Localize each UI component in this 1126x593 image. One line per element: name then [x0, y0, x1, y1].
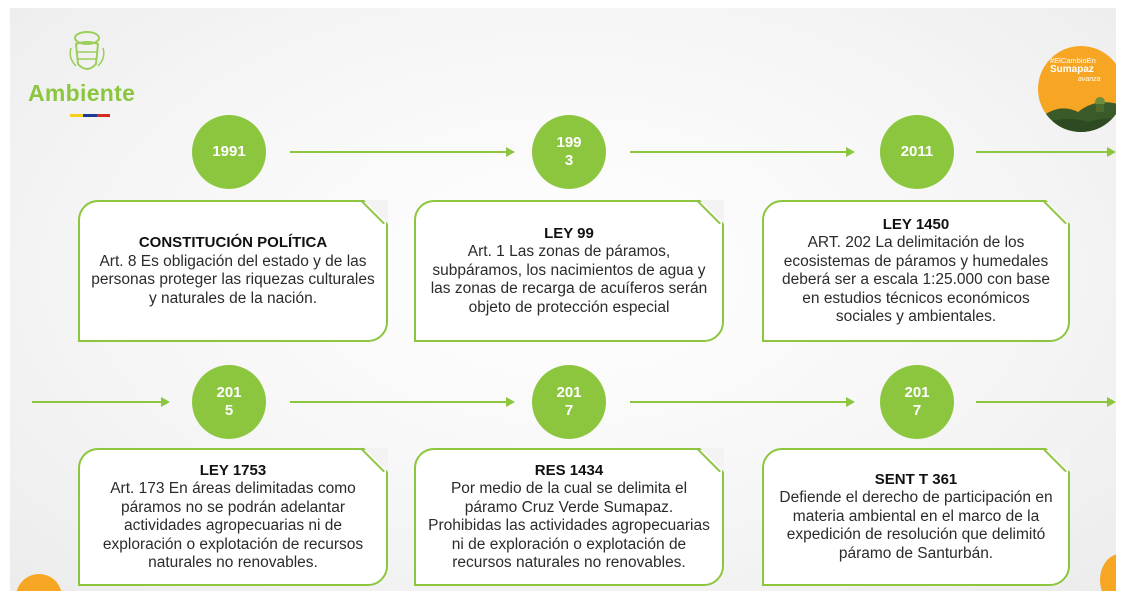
timeline-card-ley-1450: LEY 1450 ART. 202 La delimitación de los…: [762, 199, 1070, 342]
badge-title: Sumapaz: [1050, 64, 1094, 75]
card-title: SENT T 361: [874, 470, 958, 488]
timeline-arrow: [630, 147, 855, 157]
timeline-arrow: [630, 397, 855, 407]
card-title: RES 1434: [534, 461, 604, 479]
slide: Ambiente #ElCambioEn Sumapaz avanza 1991…: [10, 8, 1116, 591]
decorative-blob-left: [16, 574, 62, 591]
flag-red: [96, 114, 110, 117]
timeline-arrow: [976, 397, 1116, 407]
coat-of-arms-icon: [69, 31, 105, 70]
badge-subtitle: avanza: [1078, 76, 1101, 83]
timeline-arrow: [290, 397, 515, 407]
card-text: Por medio de la cual se delimita el pára…: [428, 480, 710, 571]
timeline-card-ley-99: LEY 99 Art. 1 Las zonas de páramos, subp…: [414, 199, 724, 342]
mountain-landscape-icon: [1038, 97, 1116, 132]
year-circle-1993: 199 3: [532, 115, 606, 189]
timeline-card-sent-t-361: SENT T 361 Defiende el derecho de partic…: [762, 447, 1070, 586]
timeline-arrow: [290, 147, 515, 157]
card-text: Art. 173 En áreas delimitadas como páram…: [102, 480, 364, 571]
year-circle-1991: 1991: [192, 115, 266, 189]
timeline-arrow: [976, 147, 1116, 157]
timeline-arrow: [32, 397, 170, 407]
card-text: Defiende el derecho de participación en …: [779, 489, 1053, 562]
year-circle-2011: 2011: [880, 115, 954, 189]
badge-hashtag: #ElCambioEn: [1050, 56, 1096, 65]
card-text: Art. 8 Es obligación del estado y de las…: [91, 252, 375, 307]
colombia-flag-strip: [70, 114, 110, 117]
year-circle-2017: 201 7: [532, 365, 606, 439]
card-text: ART. 202 La delimitación de los ecosiste…: [782, 234, 1050, 325]
timeline-card-constitucion: CONSTITUCIÓN POLÍTICA Art. 8 Es obligaci…: [78, 199, 388, 342]
card-text: Art. 1 Las zonas de páramos, subpáramos,…: [430, 243, 708, 316]
ambiente-logo: Ambiente: [28, 30, 168, 130]
flag-blue: [83, 114, 97, 117]
card-title: LEY 1753: [199, 461, 267, 479]
year-circle-2015: 201 5: [192, 365, 266, 439]
timeline-card-ley-1753: LEY 1753 Art. 173 En áreas delimitadas c…: [78, 447, 388, 586]
timeline-card-res-1434: RES 1434 Por medio de la cual se delimit…: [414, 447, 724, 586]
card-title: CONSTITUCIÓN POLÍTICA: [138, 234, 328, 251]
decorative-blob-right: [1100, 554, 1116, 591]
sumapaz-badge: #ElCambioEn Sumapaz avanza: [1038, 46, 1116, 132]
logo-wordmark: Ambiente: [28, 80, 136, 106]
card-title: LEY 99: [544, 224, 594, 242]
year-circle-2017-b: 201 7: [880, 365, 954, 439]
card-title: LEY 1450: [882, 215, 950, 233]
flag-yellow: [70, 114, 84, 117]
